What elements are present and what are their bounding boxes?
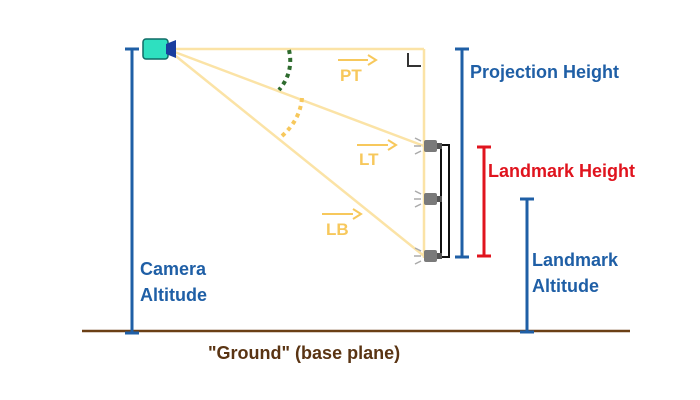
landmark-altitude-measure	[520, 197, 534, 334]
vector-pt: PT	[338, 54, 378, 85]
vector-pt-label: PT	[340, 66, 362, 85]
projection-height-measure	[455, 47, 469, 259]
camera-altitude-label-line1: Camera	[140, 259, 207, 279]
light-top	[414, 137, 442, 155]
landmark-altitude-label-line1: Landmark	[532, 250, 619, 270]
ground-label: "Ground" (base plane)	[208, 343, 400, 363]
projection-height-label: Projection Height	[470, 62, 619, 82]
ray-landmark-top	[171, 49, 425, 148]
camera-altitude-measure	[125, 47, 139, 335]
angle-arc-bottom	[280, 97, 304, 138]
light-bottom	[414, 247, 442, 265]
camera-icon	[142, 38, 176, 60]
camera-altitude-label-line2: Altitude	[140, 285, 207, 305]
angle-arc-top	[277, 49, 293, 92]
vector-lt-label: LT	[359, 150, 379, 169]
camera-rays	[171, 47, 426, 258]
landmark-pole	[440, 144, 450, 258]
light-middle	[414, 190, 442, 208]
landmark-height-measure	[477, 145, 491, 258]
landmark-altitude-label-line2: Altitude	[532, 276, 599, 296]
landmark-height-label: Landmark Height	[488, 161, 635, 181]
vector-lb-label: LB	[326, 220, 349, 239]
vector-lt: LT	[357, 139, 398, 169]
vector-lb: LB	[322, 208, 363, 239]
right-angle-marker	[407, 53, 421, 67]
light-fixture-icon	[414, 137, 442, 265]
ray-landmark-bottom	[171, 52, 425, 257]
